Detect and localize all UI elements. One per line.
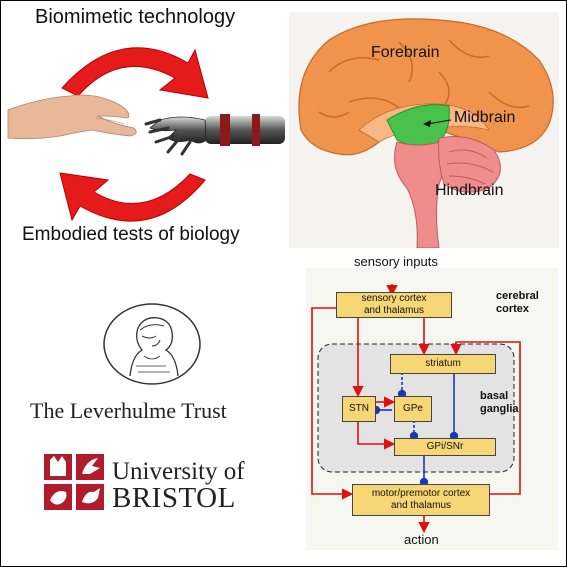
robot-hand-icon [144, 114, 285, 156]
action-label: action [404, 532, 439, 547]
basal-ganglia-panel: sensory inputs action cerebral cortex ba… [306, 254, 558, 550]
motor-cortex-line2: and thalamus [390, 500, 452, 511]
top-arrow-icon [61, 47, 209, 99]
cerebral-cortex-line1: cerebral [496, 290, 539, 302]
motor-cortex-line1: motor/premotor cortex [371, 488, 471, 499]
cerebral-cortex-line2: cortex [496, 303, 530, 315]
biomimetic-illustration [7, 47, 285, 222]
motor-cortex-box: motor/premotor cortex and thalamus [352, 484, 490, 516]
university-name-line2: BRISTOL [112, 482, 236, 514]
brain-panel: Forebrain Midbrain Hindbrain [289, 12, 559, 249]
sensory-cortex-box: sensory cortex and thalamus [336, 292, 452, 318]
forebrain-region [298, 18, 554, 156]
basal-ganglia-line1: basal [480, 390, 509, 402]
human-hand-icon [7, 94, 137, 140]
bristol-crest-logo [44, 454, 104, 510]
stn-box: STN [342, 396, 376, 422]
sensory-inputs-label: sensory inputs [354, 254, 438, 269]
sensory-cortex-line1: sensory cortex [361, 293, 427, 304]
gpe-box: GPe [394, 396, 432, 422]
bottom-arrow-icon [59, 172, 206, 222]
sensory-cortex-line2: and thalamus [363, 305, 425, 316]
basal-ganglia-line2: ganglia [480, 403, 519, 415]
embodied-tests-label: Embodied tests of biology [22, 224, 240, 245]
striatum-box: striatum [390, 354, 496, 374]
midbrain-label: Midbrain [454, 109, 516, 126]
leverhulme-portrait-logo [103, 303, 201, 385]
hindbrain-region [394, 141, 445, 249]
forebrain-label: Forebrain [371, 44, 440, 61]
university-name-line1: University of [112, 458, 245, 485]
gpi-snr-box: GPi/SNr [394, 438, 496, 456]
hindbrain-label: Hindbrain [435, 182, 504, 199]
brain-illustration [298, 18, 554, 249]
cerebral-cortex-label: cerebral cortex [496, 290, 539, 316]
basal-ganglia-label: basal ganglia [480, 390, 519, 416]
leverhulme-trust-name: The Leverhulme Trust [30, 398, 227, 423]
biomimetic-technology-label: Biomimetic technology [35, 6, 236, 28]
